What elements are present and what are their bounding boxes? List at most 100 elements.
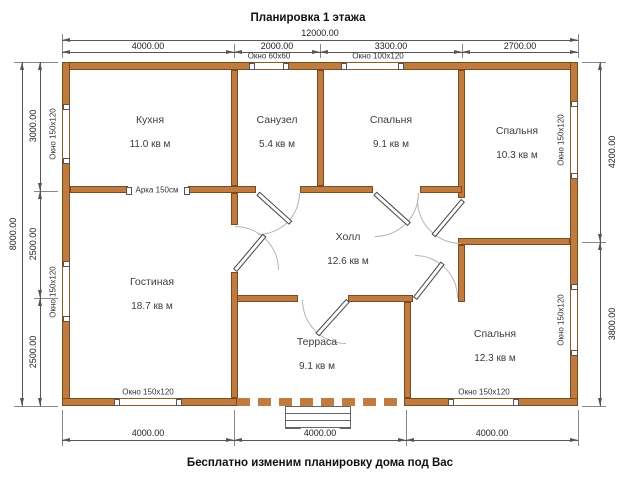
window-label: Окно 150x120	[556, 292, 566, 348]
wall-bottom	[178, 398, 237, 406]
wall-kitchen-bathroom	[231, 70, 238, 186]
wall-right	[570, 175, 578, 288]
dimension-line	[234, 438, 406, 442]
extension-line	[578, 410, 579, 446]
wall-living-terrace	[231, 272, 238, 398]
wall-hall-top	[420, 186, 462, 193]
room-area: 9.1 кв м	[372, 139, 410, 150]
arch-jamb	[184, 187, 190, 195]
dimension-line	[62, 38, 578, 42]
wall-left	[62, 160, 70, 265]
extension-line	[582, 242, 606, 243]
footer-caption: Бесплатно изменим планировку дома под Ва…	[186, 457, 454, 469]
room-name: Спальня	[495, 125, 539, 137]
wall-bedroom-bedroom	[458, 70, 465, 198]
dimension-line	[62, 50, 234, 54]
extension-line	[34, 191, 58, 192]
wall-left	[62, 318, 70, 406]
window-label: Окно 150x120	[48, 106, 58, 162]
room-bedroom-9: Спальня 9.1 кв м	[331, 114, 451, 150]
room-area: 18.7 кв м	[131, 301, 173, 312]
dimension-line	[20, 62, 24, 406]
dimension-label: 8000.00	[8, 214, 18, 254]
room-name: Кухня	[135, 114, 165, 126]
dimension-line	[406, 438, 578, 442]
wall-right	[570, 62, 578, 105]
extension-line	[62, 410, 63, 446]
wall-top	[285, 62, 345, 70]
arch-jamb	[126, 187, 132, 195]
dimension-label: 2500.00	[28, 224, 38, 264]
window-label: Окно 150x120	[120, 387, 176, 397]
wall-bottom	[404, 398, 452, 406]
terrace-open-wall	[237, 398, 404, 406]
room-kitchen: Кухня 11.0 кв м	[90, 114, 210, 150]
extension-line	[234, 410, 235, 446]
extension-line	[582, 406, 606, 407]
room-bedroom-12: Спальня 12.3 кв м	[435, 328, 555, 364]
window-left-kitchen	[62, 104, 70, 164]
wall-hall-top	[300, 186, 373, 193]
dimension-label: 4000.00	[472, 428, 512, 438]
dimension-label: 2700.00	[500, 41, 540, 51]
window-bottom-bedroom	[448, 398, 519, 406]
extension-line	[62, 34, 63, 58]
extension-line	[14, 406, 58, 407]
wall-hall-bedroom	[458, 245, 465, 302]
dimension-label: 4000.00	[128, 41, 168, 51]
room-name: Санузел	[256, 114, 298, 126]
window-bottom-living	[114, 398, 182, 406]
room-name: Терраса	[296, 336, 338, 348]
window-top-bedroom	[341, 62, 404, 70]
room-area: 10.3 кв м	[496, 150, 538, 161]
dimension-label: 2500.00	[28, 332, 38, 372]
porch-steps	[285, 406, 351, 429]
dimension-line	[234, 50, 320, 54]
dimension-line	[38, 62, 42, 191]
room-name: Гостиная	[129, 276, 175, 288]
dimension-label: 4200.00	[607, 132, 617, 172]
wall-bathroom-bedroom	[317, 70, 324, 186]
room-name: Спальня	[473, 328, 517, 340]
dimension-label: 3800.00	[607, 304, 617, 344]
arch-label: Арка 150см	[133, 185, 181, 195]
extension-line	[582, 62, 606, 63]
extension-line	[34, 298, 58, 299]
room-bedroom-10: Спальня 10.3 кв м	[457, 125, 577, 161]
room-area: 9.1 кв м	[298, 361, 336, 372]
dimension-label: 3300.00	[371, 41, 411, 51]
window-label: Окно 150x120	[48, 264, 58, 320]
wall-hall-terrace	[348, 295, 413, 302]
room-name: Холл	[335, 231, 361, 243]
page-title: Планировка 1 этажа	[250, 12, 366, 24]
dimension-line	[598, 62, 602, 242]
dimension-label: 3000.00	[28, 106, 38, 146]
dimension-line	[38, 191, 42, 298]
dimension-label: 4000.00	[128, 428, 168, 438]
window-label: Окно 100x120	[350, 51, 406, 61]
room-terrace: Терраса 9.1 кв м	[257, 336, 377, 372]
room-area: 12.3 кв м	[474, 353, 516, 364]
dimension-line	[38, 298, 42, 406]
window-right-bedroom1	[570, 101, 578, 179]
window-right-bedroom2	[570, 284, 578, 356]
room-area: 12.6 кв м	[327, 256, 369, 267]
extension-line	[578, 34, 579, 58]
dimension-label: 2000.00	[257, 41, 297, 51]
dimension-label: 4000.00	[300, 428, 340, 438]
wall-bottom	[515, 398, 578, 406]
wall-terrace-bedroom	[404, 302, 411, 398]
room-bathroom: Санузел 5.4 кв м	[217, 114, 337, 150]
dimension-line	[320, 50, 462, 54]
room-area: 11.0 кв м	[129, 139, 171, 150]
room-hall: Холл 12.6 кв м	[288, 231, 408, 267]
wall-living-hall	[231, 193, 238, 225]
window-top-small	[249, 62, 289, 70]
room-area: 5.4 кв м	[258, 139, 296, 150]
wall-top	[400, 62, 578, 70]
wall-bedrooms-divider	[458, 238, 570, 245]
extension-line	[406, 410, 407, 446]
window-left-living	[62, 261, 70, 322]
room-name: Спальня	[369, 114, 413, 126]
